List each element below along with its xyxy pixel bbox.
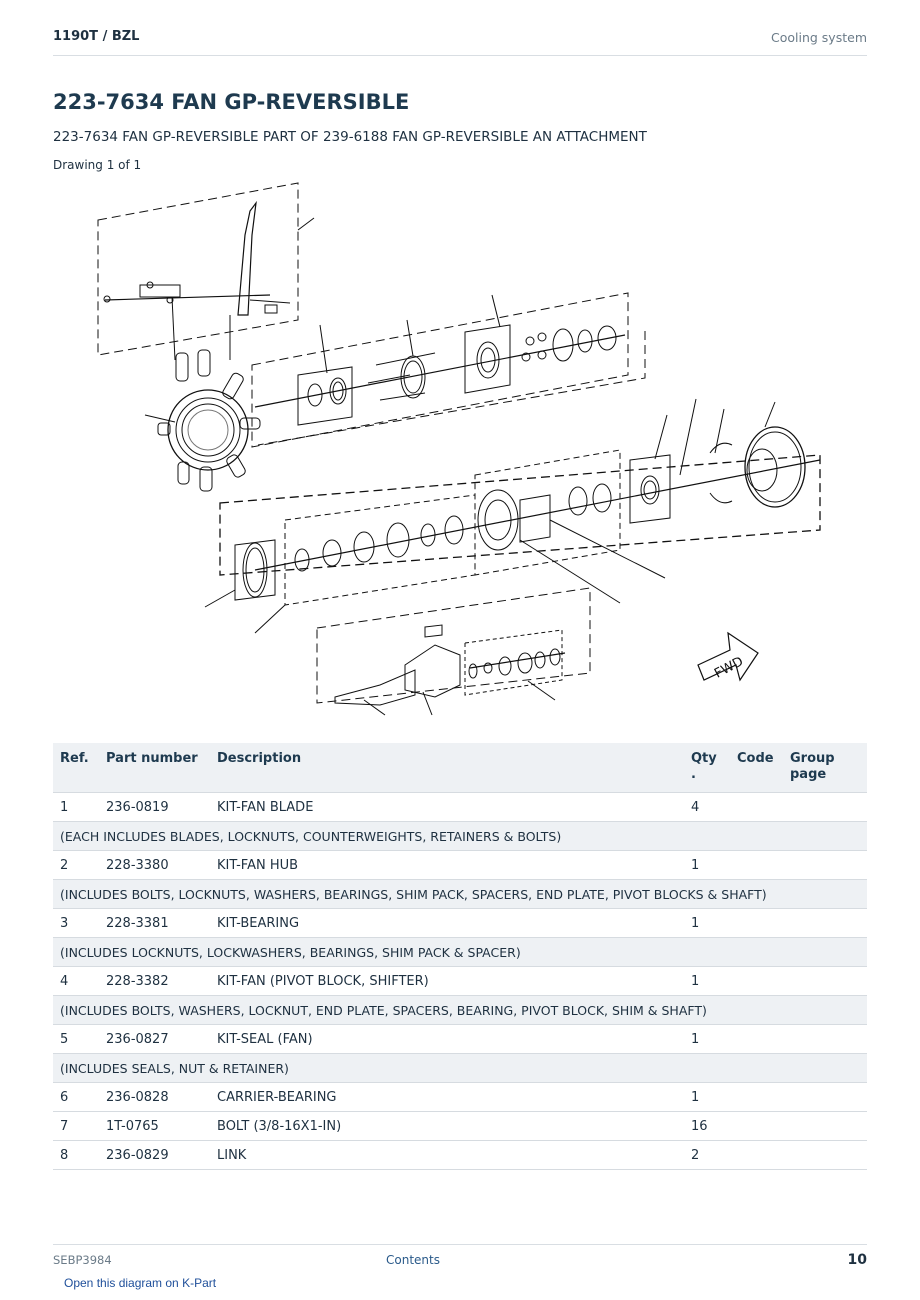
- col-group-page-header: Group page: [783, 743, 867, 793]
- code-cell: [730, 850, 783, 880]
- ref-cell: 1: [53, 792, 99, 822]
- qty-cell: 4: [684, 792, 730, 822]
- code-cell: [730, 966, 783, 996]
- page-number: 10: [847, 1252, 867, 1268]
- group-page-cell: [783, 1111, 867, 1141]
- qty-cell: 1: [684, 1082, 730, 1112]
- shifter-shaft-group: [316, 587, 591, 716]
- ref-cell: 5: [53, 1024, 99, 1054]
- group-page-cell: [783, 850, 867, 880]
- group-page-cell: [783, 966, 867, 996]
- part-number-cell: 228-3381: [99, 908, 210, 938]
- note-cell: (INCLUDES BOLTS, WASHERS, LOCKNUT, END P…: [53, 995, 867, 1025]
- fan-blade-group: [97, 182, 315, 361]
- page-title: 223-7634 FAN GP-REVERSIBLE: [53, 90, 410, 114]
- ref-cell: 7: [53, 1111, 99, 1141]
- code-cell: [730, 908, 783, 938]
- group-page-cell: [783, 1024, 867, 1054]
- document-id: SEBP3984: [53, 1253, 112, 1267]
- table-note-row: (EACH INCLUDES BLADES, LOCKNUTS, COUNTER…: [53, 821, 867, 851]
- col-ref-header: Ref.: [53, 743, 99, 793]
- part-number-cell: 228-3382: [99, 966, 210, 996]
- code-cell: [730, 792, 783, 822]
- group-page-cell: [783, 908, 867, 938]
- table-note-row: (INCLUDES BOLTS, LOCKNUTS, WASHERS, BEAR…: [53, 879, 867, 909]
- group-page-cell: [783, 1082, 867, 1112]
- note-cell: (INCLUDES SEALS, NUT & RETAINER): [53, 1053, 867, 1083]
- open-diagram-link[interactable]: Open this diagram on K-Part: [64, 1276, 217, 1290]
- description-cell: BOLT (3/8-16X1-IN): [210, 1111, 684, 1141]
- description-cell: KIT-FAN BLADE: [210, 792, 684, 822]
- header-divider: [53, 55, 867, 56]
- part-number-cell: 228-3380: [99, 850, 210, 880]
- table-row: 5 236-0827 KIT-SEAL (FAN) 1: [53, 1024, 867, 1054]
- description-cell: KIT-FAN HUB: [210, 850, 684, 880]
- table-row: 6 236-0828 CARRIER-BEARING 1: [53, 1082, 867, 1112]
- parts-table: Ref. Part number Description Qty . Code …: [53, 743, 867, 1170]
- code-cell: [730, 1082, 783, 1112]
- description-cell: KIT-SEAL (FAN): [210, 1024, 684, 1054]
- footer-divider: [53, 1244, 867, 1245]
- col-description-header: Description: [210, 743, 684, 793]
- table-header-row: Ref. Part number Description Qty . Code …: [53, 743, 867, 793]
- qty-cell: 2: [684, 1140, 730, 1170]
- group-page-cell: [783, 1140, 867, 1170]
- code-cell: [730, 1140, 783, 1170]
- col-part-number-header: Part number: [99, 743, 210, 793]
- header-model: 1190T / BZL: [53, 29, 140, 44]
- fan-hub: [144, 349, 261, 492]
- ref-cell: 2: [53, 850, 99, 880]
- part-number-cell: 236-0829: [99, 1140, 210, 1170]
- part-number-cell: 1T-0765: [99, 1111, 210, 1141]
- exploded-parts-diagram: FWD: [80, 175, 840, 720]
- table-row: 4 228-3382 KIT-FAN (PIVOT BLOCK, SHIFTER…: [53, 966, 867, 996]
- note-cell: (INCLUDES BOLTS, LOCKNUTS, WASHERS, BEAR…: [53, 879, 867, 909]
- col-code-header: Code: [730, 743, 783, 793]
- table-row: 8 236-0829 LINK 2: [53, 1140, 867, 1170]
- table-row: 2 228-3380 KIT-FAN HUB 1: [53, 850, 867, 880]
- qty-cell: 1: [684, 966, 730, 996]
- part-number-cell: 236-0827: [99, 1024, 210, 1054]
- note-cell: (EACH INCLUDES BLADES, LOCKNUTS, COUNTER…: [53, 821, 867, 851]
- code-cell: [730, 1111, 783, 1141]
- part-number-cell: 236-0819: [99, 792, 210, 822]
- table-row: 1 236-0819 KIT-FAN BLADE 4: [53, 792, 867, 822]
- table-note-row: (INCLUDES LOCKNUTS, LOCKWASHERS, BEARING…: [53, 937, 867, 967]
- drawing-label: Drawing 1 of 1: [53, 158, 142, 172]
- description-cell: LINK: [210, 1140, 684, 1170]
- ref-cell: 8: [53, 1140, 99, 1170]
- qty-cell: 1: [684, 908, 730, 938]
- col-qty-header: Qty .: [684, 743, 730, 793]
- contents-link[interactable]: Contents: [386, 1253, 440, 1267]
- code-cell: [730, 1024, 783, 1054]
- table-note-row: (INCLUDES SEALS, NUT & RETAINER): [53, 1053, 867, 1083]
- table-row: 7 1T-0765 BOLT (3/8-16X1-IN) 16: [53, 1111, 867, 1141]
- bearing-kit-upper: [251, 292, 646, 448]
- table-note-row: (INCLUDES BOLTS, WASHERS, LOCKNUT, END P…: [53, 995, 867, 1025]
- qty-cell: 1: [684, 850, 730, 880]
- page-subtitle: 223-7634 FAN GP-REVERSIBLE PART OF 239-6…: [53, 129, 647, 145]
- note-cell: (INCLUDES LOCKNUTS, LOCKWASHERS, BEARING…: [53, 937, 867, 967]
- table-row: 3 228-3381 KIT-BEARING 1: [53, 908, 867, 938]
- ref-cell: 6: [53, 1082, 99, 1112]
- fwd-direction-arrow: FWD: [697, 631, 759, 682]
- bearing-kit-middle: [204, 398, 821, 634]
- group-page-cell: [783, 792, 867, 822]
- description-cell: CARRIER-BEARING: [210, 1082, 684, 1112]
- header-section: Cooling system: [771, 30, 867, 45]
- qty-cell: 16: [684, 1111, 730, 1141]
- ref-cell: 4: [53, 966, 99, 996]
- description-cell: KIT-FAN (PIVOT BLOCK, SHIFTER): [210, 966, 684, 996]
- description-cell: KIT-BEARING: [210, 908, 684, 938]
- part-number-cell: 236-0828: [99, 1082, 210, 1112]
- qty-cell: 1: [684, 1024, 730, 1054]
- ref-cell: 3: [53, 908, 99, 938]
